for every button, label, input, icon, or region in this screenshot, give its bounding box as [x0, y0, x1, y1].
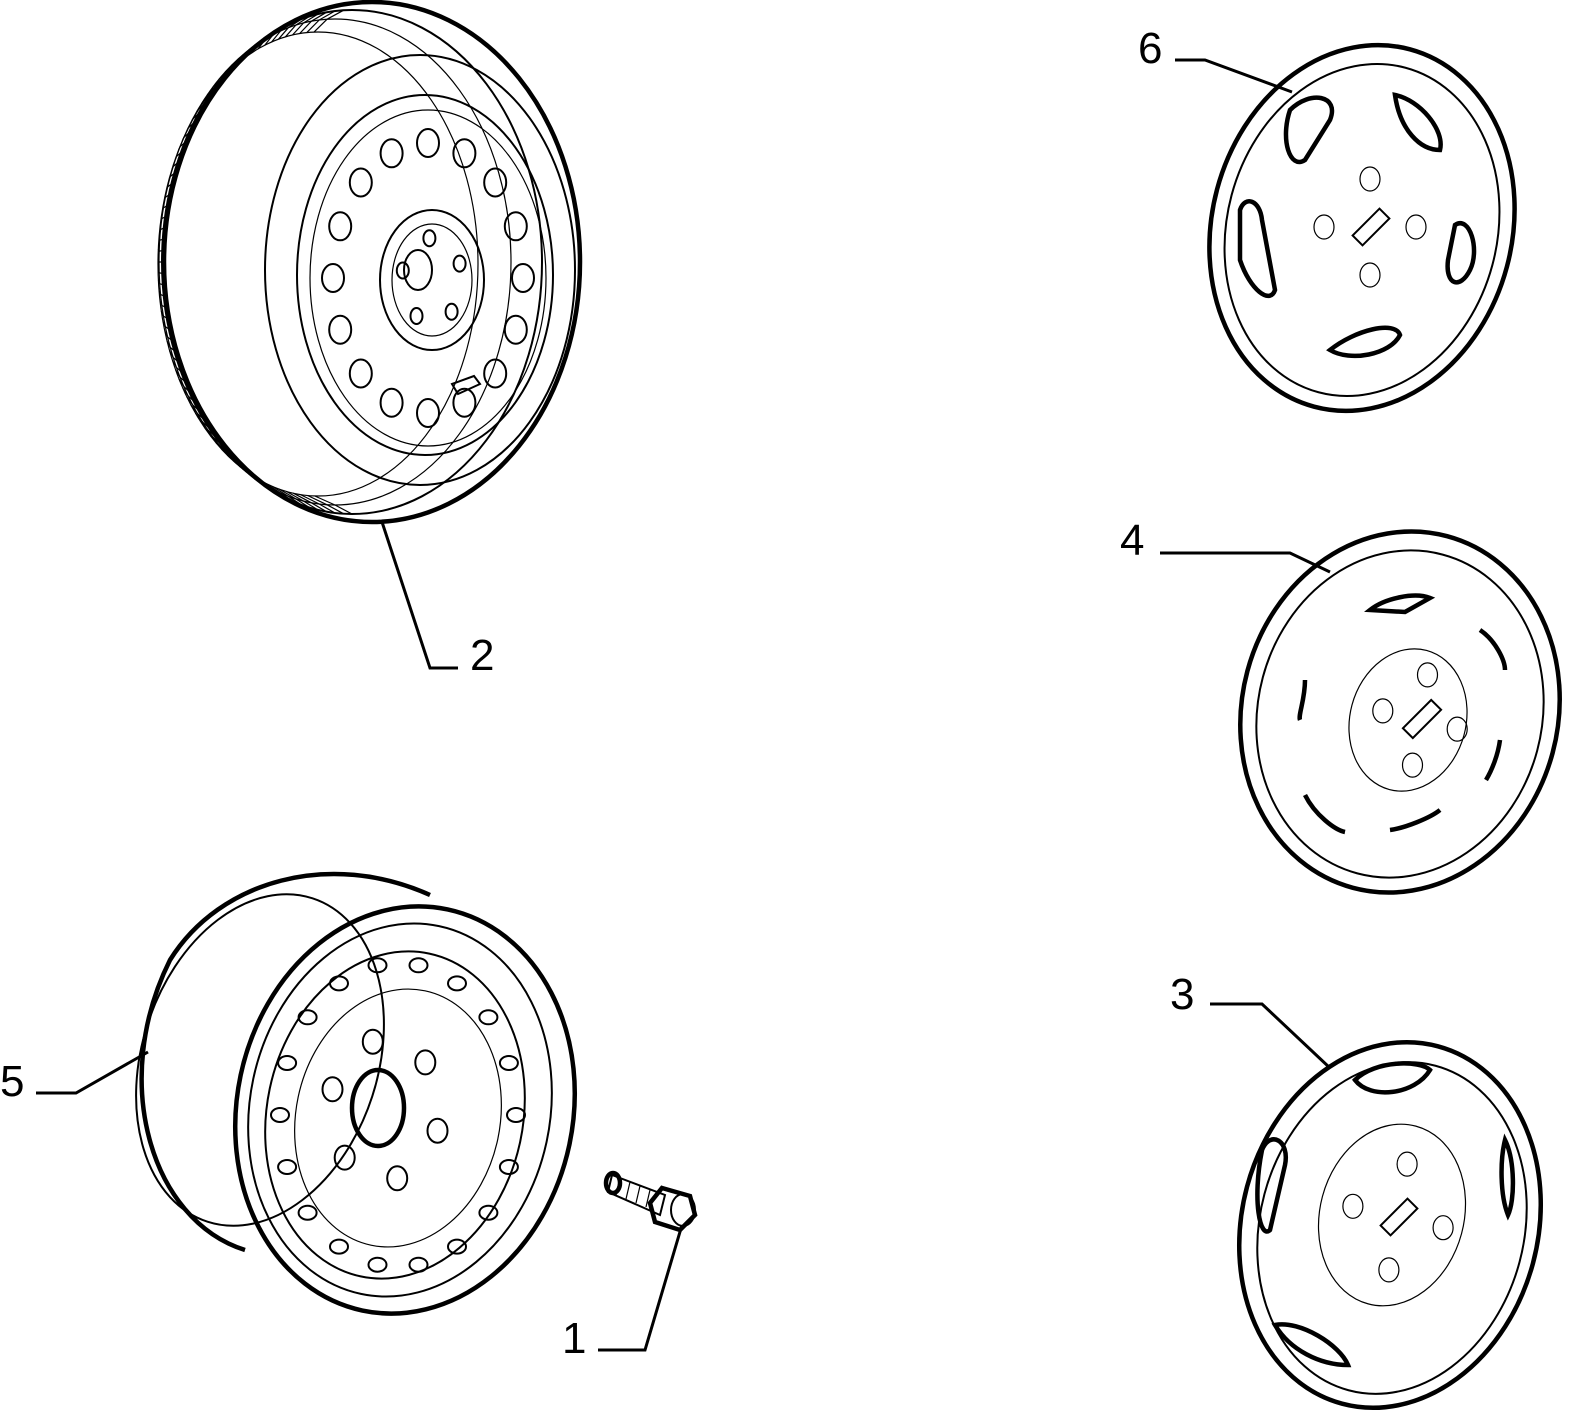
- callout-3: 3: [1170, 970, 1194, 1019]
- tyre-wheel-assembly[interactable]: [157, 0, 583, 525]
- callout-labels: 2 6 4 3 5 1: [0, 24, 1194, 1363]
- steel-rim[interactable]: [95, 862, 612, 1346]
- wheel-cap-6[interactable]: [1169, 10, 1555, 445]
- callout-5: 5: [0, 1057, 24, 1106]
- callout-2: 2: [470, 631, 494, 680]
- callout-6: 6: [1138, 24, 1162, 73]
- wheel-cap-3[interactable]: [1199, 1008, 1581, 1416]
- wheel-bolt[interactable]: [603, 1170, 698, 1233]
- wheel-cap-4[interactable]: [1200, 495, 1583, 928]
- callout-4: 4: [1120, 516, 1144, 565]
- callout-1: 1: [562, 1314, 586, 1363]
- leader-lines: [36, 58, 1332, 1352]
